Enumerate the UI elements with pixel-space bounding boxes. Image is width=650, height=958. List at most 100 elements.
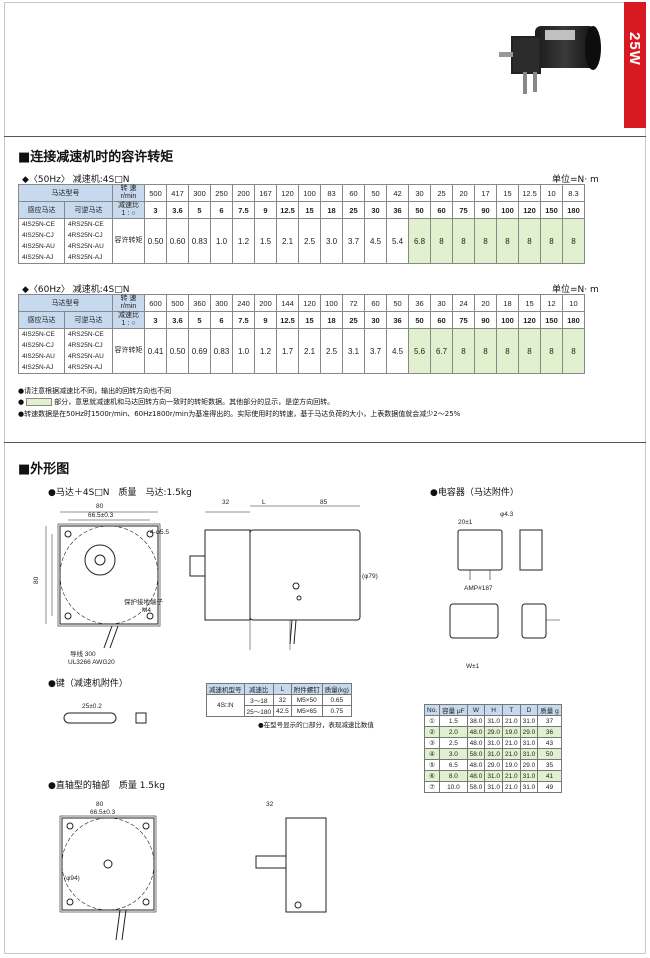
speed-cell: 60 (342, 184, 365, 202)
cap-cell: ⑥ (423, 770, 441, 782)
svg-text:20±1: 20±1 (458, 519, 473, 526)
speed-cell: 12 (540, 294, 563, 312)
cap-cell: 48.0 (466, 759, 486, 771)
speed-cell: 50 (364, 184, 387, 202)
cap-cell: 37 (537, 715, 562, 727)
induction-header: 感应马达 (18, 311, 65, 329)
cap-cell: 29.0 (484, 759, 503, 771)
cap-cell: 41 (537, 770, 562, 782)
svg-text:AMP#187: AMP#187 (464, 585, 493, 592)
torque-cell: 8 (474, 218, 497, 264)
svg-text:W±1: W±1 (466, 663, 480, 670)
cap-cell: 35 (537, 759, 562, 771)
cap-cell: 21.0 (501, 737, 521, 749)
cap-cell: 31.0 (484, 781, 503, 793)
dim-80: 80 (96, 503, 104, 510)
speed-cell: 83 (320, 184, 343, 202)
table60-subtitle: ◆〈60Hz〉 减速机:4S□N (22, 285, 130, 295)
cap-cell: 2.5 (439, 737, 468, 749)
svg-text:L: L (262, 499, 266, 506)
gear-shaft-boss (84, 544, 116, 576)
torque-cell: 8 (540, 328, 563, 374)
svg-text:(φ94): (φ94) (64, 875, 80, 882)
cap-cell: 36 (537, 726, 562, 738)
cap-cell: 31.0 (519, 737, 539, 749)
cap-cell: 50 (537, 748, 562, 760)
cap-cell: ④ (423, 748, 441, 760)
cap-header-cell: 质量 g (537, 704, 562, 716)
gear-cell: M5×65 (290, 705, 323, 717)
speed-cell: 10 (540, 184, 563, 202)
svg-text:(φ79): (φ79) (362, 573, 378, 580)
speed-cell: 10 (562, 294, 585, 312)
gear-col-model: 减速机型号 (206, 683, 245, 695)
shaft-flange (61, 817, 155, 911)
cap-cell: 29.0 (484, 726, 503, 738)
svg-text:80: 80 (96, 801, 104, 808)
cap-cell: 48.0 (466, 726, 486, 738)
cap-cell: 58.0 (466, 781, 486, 793)
cap-header-cell: D (519, 704, 539, 716)
cap-cell: 8.0 (439, 770, 468, 782)
page-frame (4, 2, 646, 954)
note-1: ●请注意根据减速比不同，输出的回转方向也不同 (18, 387, 172, 395)
section-title-torque: ■连接减速机时的容许转矩 (18, 150, 174, 165)
speed-cell: 42 (386, 184, 409, 202)
green-legend-swatch (26, 398, 53, 406)
header-divider (4, 136, 646, 137)
reversible-header: 可逆马达 (64, 311, 113, 329)
section-title-outline: ■外形图 (18, 462, 70, 477)
torque-cell: 8 (496, 218, 519, 264)
speed-cell: 360 (188, 294, 211, 312)
cap-cell: 31.0 (519, 715, 539, 727)
cap-cell: ① (423, 715, 441, 727)
speed-cell: 300 (210, 294, 233, 312)
cap-cell: 21.0 (501, 770, 521, 782)
cap-cell: 31.0 (484, 770, 503, 782)
svg-text:25±0.2: 25±0.2 (82, 703, 102, 710)
gear-spec-table: 减速机型号 减速比 L 附件螺钉 质量(kg) 4S□N 3～18 32 M5×… (206, 683, 352, 717)
gearbox-side (204, 529, 251, 621)
cap-cell: 31.0 (519, 781, 539, 793)
cap-cell: 10.0 (439, 781, 468, 793)
cap-cell: 31.0 (484, 737, 503, 749)
cap-cell: 49 (537, 781, 562, 793)
induction-header: 感应马达 (18, 201, 65, 219)
torque-cell: 8 (518, 328, 541, 374)
speed-cell: 200 (254, 294, 277, 312)
svg-text:66.5±0.3: 66.5±0.3 (90, 809, 116, 816)
table50-subtitle: ◆〈50Hz〉 减速机:4S□N (22, 175, 130, 185)
torque-cell: 6.7 (430, 328, 453, 374)
cap-cell: 21.0 (501, 715, 521, 727)
cap-cell: ② (423, 726, 441, 738)
speed-cell: 417 (166, 184, 189, 202)
note-2: ●部分，意思就减速机和马达回转方向一致时的转矩数据。其他部分的显示，是逆方向回转… (18, 398, 335, 406)
cap-cell: 38.0 (466, 715, 486, 727)
svg-text:32: 32 (222, 499, 230, 506)
speed-cell: 240 (232, 294, 255, 312)
torque-cell: 8 (474, 328, 497, 374)
svg-text:保护接地端子: 保护接地端子 (124, 597, 164, 606)
speed-cell: 500 (166, 294, 189, 312)
cap-header-cell: H (484, 704, 503, 716)
cap-cell: ⑤ (423, 759, 441, 771)
torque-cell: 8 (540, 218, 563, 264)
svg-text:导线 300: 导线 300 (70, 649, 96, 658)
torque-cell: 2.5 (298, 218, 321, 264)
capacitor-top (457, 529, 503, 571)
gear-col-screw: 附件螺钉 (290, 683, 323, 695)
motor-body-side (249, 529, 361, 621)
gear-model-cell: 4S□N (206, 694, 245, 717)
torque-cell: 8 (496, 328, 519, 374)
